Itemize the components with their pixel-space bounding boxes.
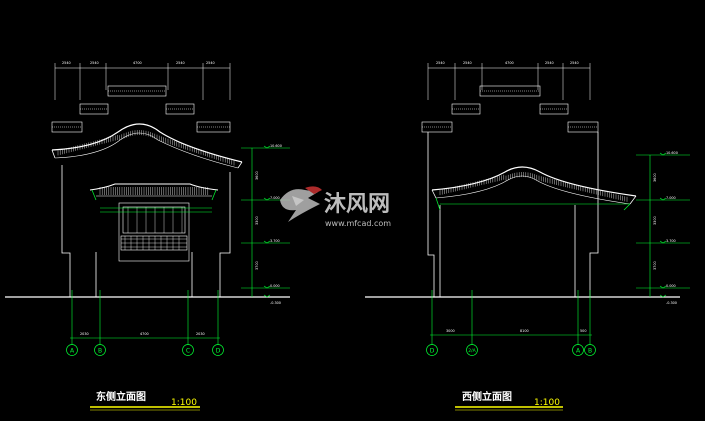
- side-dim: 3300: [255, 216, 259, 225]
- level-label: 3.700: [270, 239, 280, 243]
- top-dim-3: 4700: [505, 61, 514, 65]
- axis-bubble: D: [212, 344, 224, 356]
- top-dim-1: 2540: [436, 61, 445, 65]
- axis-bubble: B: [584, 344, 596, 356]
- bottom-dim: 2030: [80, 332, 89, 336]
- axis-bubble: D: [426, 344, 438, 356]
- axis-bubble: A: [572, 344, 584, 356]
- side-dim: 3700: [255, 261, 259, 270]
- svg-text:C: C: [186, 348, 190, 355]
- watermark-brand: 沐风网: [324, 192, 390, 217]
- top-dim-3: 4700: [133, 61, 142, 65]
- top-dim-5: 2540: [206, 61, 215, 65]
- level-label: 0.000: [666, 284, 676, 288]
- side-dim: 3600: [653, 173, 657, 182]
- level-markers: [636, 152, 690, 298]
- side-dim: 3300: [653, 216, 657, 225]
- drawing-scale: 1:100: [534, 398, 560, 408]
- east-elevation: 2540 2540 4700 2540 2540: [5, 61, 290, 411]
- svg-text:D: D: [430, 348, 435, 355]
- axis-lines: [430, 290, 592, 345]
- axis-lines: [70, 290, 220, 345]
- gate-roof: [89, 183, 219, 201]
- main-roof: [51, 123, 243, 169]
- level-label: 10.600: [666, 151, 678, 155]
- svg-text:A: A: [576, 348, 581, 355]
- side-dim: 3600: [255, 171, 259, 180]
- svg-text:2/A: 2/A: [468, 348, 476, 354]
- drawing-title: 东侧立面图: [96, 390, 146, 403]
- level-label: 10.600: [270, 144, 282, 148]
- axis-bubble: C: [182, 344, 194, 356]
- main-roof: [431, 166, 637, 211]
- top-dim-4: 2540: [176, 61, 185, 65]
- stepped-parapet: [421, 85, 599, 133]
- top-dim-2: 2540: [463, 61, 472, 65]
- svg-text:B: B: [588, 348, 592, 355]
- stepped-parapet: [51, 85, 231, 133]
- west-elevation: 2540 2540 4700 2540 2540: [365, 61, 690, 411]
- roof-rafters: [57, 130, 235, 166]
- top-dim-5: 2540: [570, 61, 579, 65]
- building-walls: [427, 132, 599, 297]
- level-label: -0.300: [270, 301, 281, 305]
- bottom-dim: 3000: [446, 329, 455, 333]
- watermark-url: www.mfcad.com: [325, 219, 391, 228]
- bottom-dim: 2030: [196, 332, 205, 336]
- drawing-scale: 1:100: [171, 398, 197, 408]
- axis-bubble: 2/A: [466, 344, 478, 356]
- level-label: 7.000: [666, 196, 676, 200]
- axis-bubble: B: [94, 344, 106, 356]
- level-label: -0.300: [666, 301, 677, 305]
- watermark: 沐风网 www.mfcad.com: [280, 186, 391, 228]
- svg-text:A: A: [70, 348, 75, 355]
- level-label: 7.000: [270, 196, 280, 200]
- top-dim-4: 2540: [545, 61, 554, 65]
- level-markers: [241, 145, 290, 298]
- top-dimension-chain: [54, 63, 231, 100]
- drawing-title: 西侧立面图: [462, 390, 512, 403]
- bottom-dim: 4700: [140, 332, 149, 336]
- level-label: 0.000: [270, 284, 280, 288]
- top-dim-2: 2540: [90, 61, 99, 65]
- green-beams: [100, 207, 212, 213]
- roof-rafters: [439, 172, 628, 202]
- building-walls: [61, 165, 231, 297]
- svg-text:D: D: [216, 348, 221, 355]
- bottom-dim: 8100: [520, 329, 529, 333]
- bottom-dim: 500: [580, 329, 586, 333]
- side-dim: 3700: [653, 261, 657, 270]
- gate-rafters: [99, 187, 209, 195]
- top-dimension-chain: [427, 63, 591, 100]
- lattice-pattern: [121, 207, 187, 250]
- svg-text:B: B: [98, 348, 102, 355]
- top-dim-1: 2540: [62, 61, 71, 65]
- axis-bubble: A: [66, 344, 78, 356]
- watermark-logo-icon: [280, 186, 322, 222]
- level-label: 3.700: [666, 239, 676, 243]
